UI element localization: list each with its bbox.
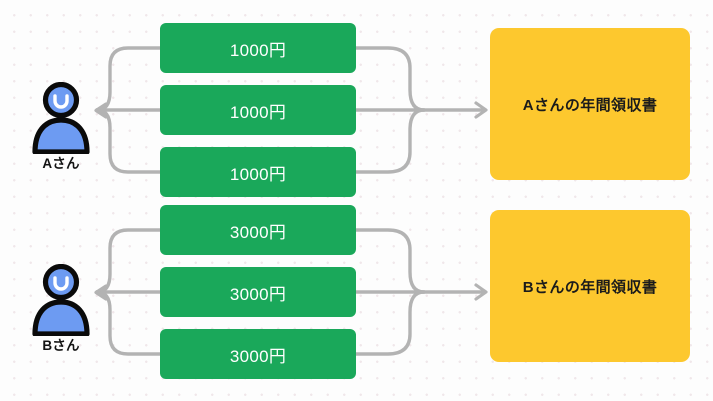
person-icon <box>32 263 90 337</box>
connector-a-left-arrowhead <box>94 102 108 119</box>
connector-b-left-arrowhead <box>94 284 108 301</box>
connector-a-right-arrowhead <box>474 101 488 119</box>
person-a-label: Aさん <box>42 156 80 171</box>
connector-a-right-top <box>354 46 426 112</box>
amount-box-a-1[interactable]: 1000円 <box>160 23 356 73</box>
connector-b-right-arrowhead <box>474 283 488 301</box>
amount-box-a-2[interactable]: 1000円 <box>160 85 356 135</box>
person-icon <box>32 81 90 155</box>
person-a[interactable]: Aさん <box>30 81 92 171</box>
connector-b-left-bottom <box>95 290 162 356</box>
amount-box-b-1[interactable]: 3000円 <box>160 205 356 255</box>
receipt-box-a[interactable]: Aさんの年間領収書 <box>490 28 690 180</box>
amount-box-a-3[interactable]: 1000円 <box>160 147 356 197</box>
connector-a-left-bottom <box>95 108 162 174</box>
person-b-label: Bさん <box>42 338 80 353</box>
receipt-box-b[interactable]: Bさんの年間領収書 <box>490 210 690 362</box>
connector-b-right-bottom <box>354 290 426 356</box>
amount-box-b-2[interactable]: 3000円 <box>160 267 356 317</box>
connector-a-right-bottom <box>354 108 426 174</box>
connector-a-left-top <box>95 46 162 112</box>
connector-b-left-top <box>95 228 162 294</box>
connector-b-right-top <box>354 228 426 294</box>
amount-box-b-3[interactable]: 3000円 <box>160 329 356 379</box>
person-b[interactable]: Bさん <box>30 263 92 353</box>
